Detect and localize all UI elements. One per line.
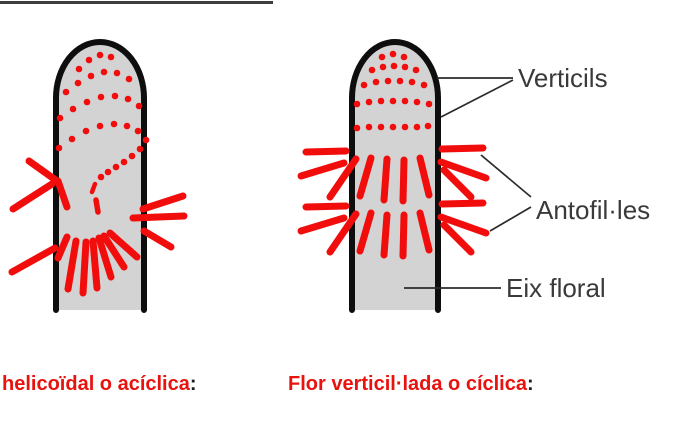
left-spiral-dots xyxy=(55,51,150,181)
right-figure-caption: Flor verticil·lada o cíclica: xyxy=(288,372,534,396)
right-whorl-dots xyxy=(353,50,433,132)
left-spiral-dashes xyxy=(89,181,101,215)
left-caption-colon: : xyxy=(189,373,197,395)
left-figure-caption: helicoïdal o acíclica: xyxy=(2,372,197,396)
right-caption-colon: : xyxy=(526,373,534,395)
antofilles-pointer-bottom xyxy=(489,206,532,232)
right-antophyll-whorl-2 xyxy=(297,199,490,260)
verticils-pointer-bottom xyxy=(440,79,514,118)
top-rule-line xyxy=(0,1,273,4)
callout-lines xyxy=(404,77,532,289)
left-flower-diagram xyxy=(8,39,188,313)
verticils-label: Verticils xyxy=(518,63,608,93)
left-caption-text: helicoïdal o acíclica xyxy=(2,373,190,395)
antofilles-label: Antofil·les xyxy=(536,195,651,225)
left-antophyll-rays xyxy=(8,157,188,297)
right-flower-diagram xyxy=(297,39,490,313)
right-caption-text: Flor verticil·lada o cíclica xyxy=(288,373,527,395)
antofilles-pointer-top xyxy=(480,154,532,198)
right-floral-axis xyxy=(349,39,441,313)
eix-floral-label: Eix floral xyxy=(506,273,606,303)
right-antophyll-whorl-1 xyxy=(297,144,490,205)
